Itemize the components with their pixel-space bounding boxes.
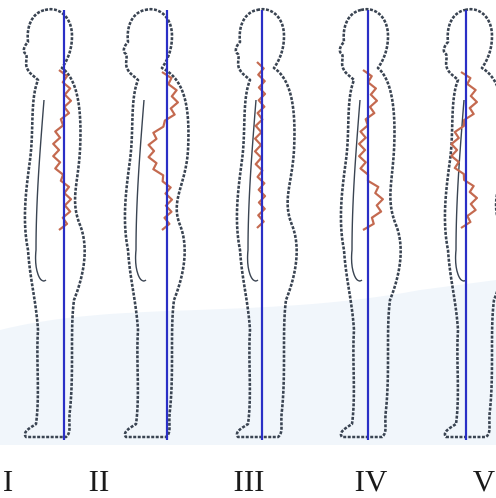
spine xyxy=(359,70,383,230)
posture-label-5: V xyxy=(473,466,495,496)
arm-outline xyxy=(136,100,146,281)
spine xyxy=(255,62,265,228)
posture-label-1: I xyxy=(3,466,13,496)
arm-outline xyxy=(36,100,46,281)
posture-label-2: II xyxy=(89,466,110,496)
posture-label-4: IV xyxy=(355,466,388,496)
spine xyxy=(53,70,71,230)
spine xyxy=(149,72,178,230)
arm-outline xyxy=(352,100,362,281)
posture-label-3: III xyxy=(234,466,265,496)
